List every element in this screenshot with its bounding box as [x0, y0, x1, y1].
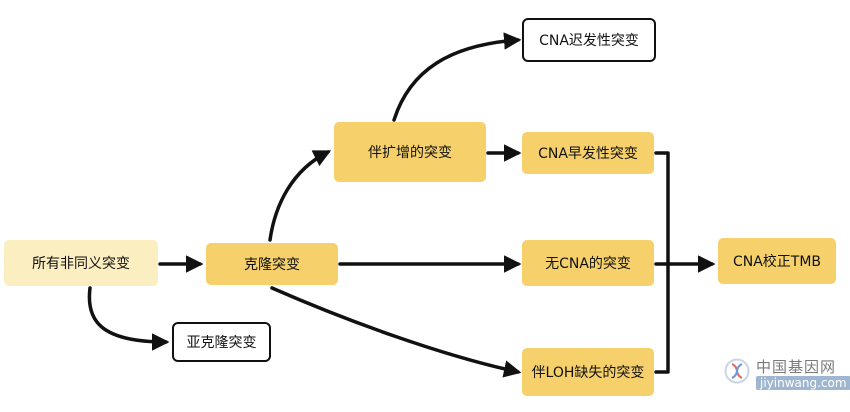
node-no-cna: 无CNA的突变 — [522, 240, 654, 286]
node-no-cna-label: 无CNA的突变 — [545, 256, 631, 272]
dna-logo-icon — [724, 358, 750, 384]
node-amplified: 伴扩增的突变 — [334, 122, 486, 182]
node-amplified-label: 伴扩增的突变 — [368, 145, 452, 161]
node-cna-early: CNA早发性突变 — [522, 132, 654, 174]
node-loh-loss: 伴LOH缺失的突变 — [522, 348, 654, 396]
node-loh-loss-label: 伴LOH缺失的突变 — [531, 365, 645, 381]
node-cna-early-label: CNA早发性突变 — [538, 146, 638, 162]
arrow-all-to-subclonal — [87, 286, 170, 351]
node-all-nonsynonymous-label: 所有非同义突变 — [32, 256, 130, 272]
arrow-clonal-to-amplified — [268, 150, 332, 242]
node-cna-tmb: CNA校正TMB — [718, 238, 836, 284]
node-cna-late: CNA迟发性突变 — [522, 18, 656, 62]
arrow-amplified-to-late — [392, 32, 522, 122]
node-clonal-label: 克隆突变 — [244, 257, 300, 273]
node-cna-late-label: CNA迟发性突变 — [539, 33, 639, 49]
arrow-clonal-to-loh — [270, 286, 522, 378]
node-subclonal: 亚克隆突变 — [172, 322, 271, 362]
node-clonal: 克隆突变 — [206, 243, 338, 285]
node-all-nonsynonymous: 所有非同义突变 — [4, 240, 158, 286]
connector-early — [654, 151, 670, 266]
node-cna-tmb-label: CNA校正TMB — [732, 254, 822, 270]
watermark-site-name: 中国基因网 — [756, 358, 837, 376]
node-subclonal-label: 亚克隆突变 — [186, 335, 257, 351]
connector-loh — [654, 262, 670, 374]
watermark-site-url: jiyinwang.com — [756, 376, 850, 390]
